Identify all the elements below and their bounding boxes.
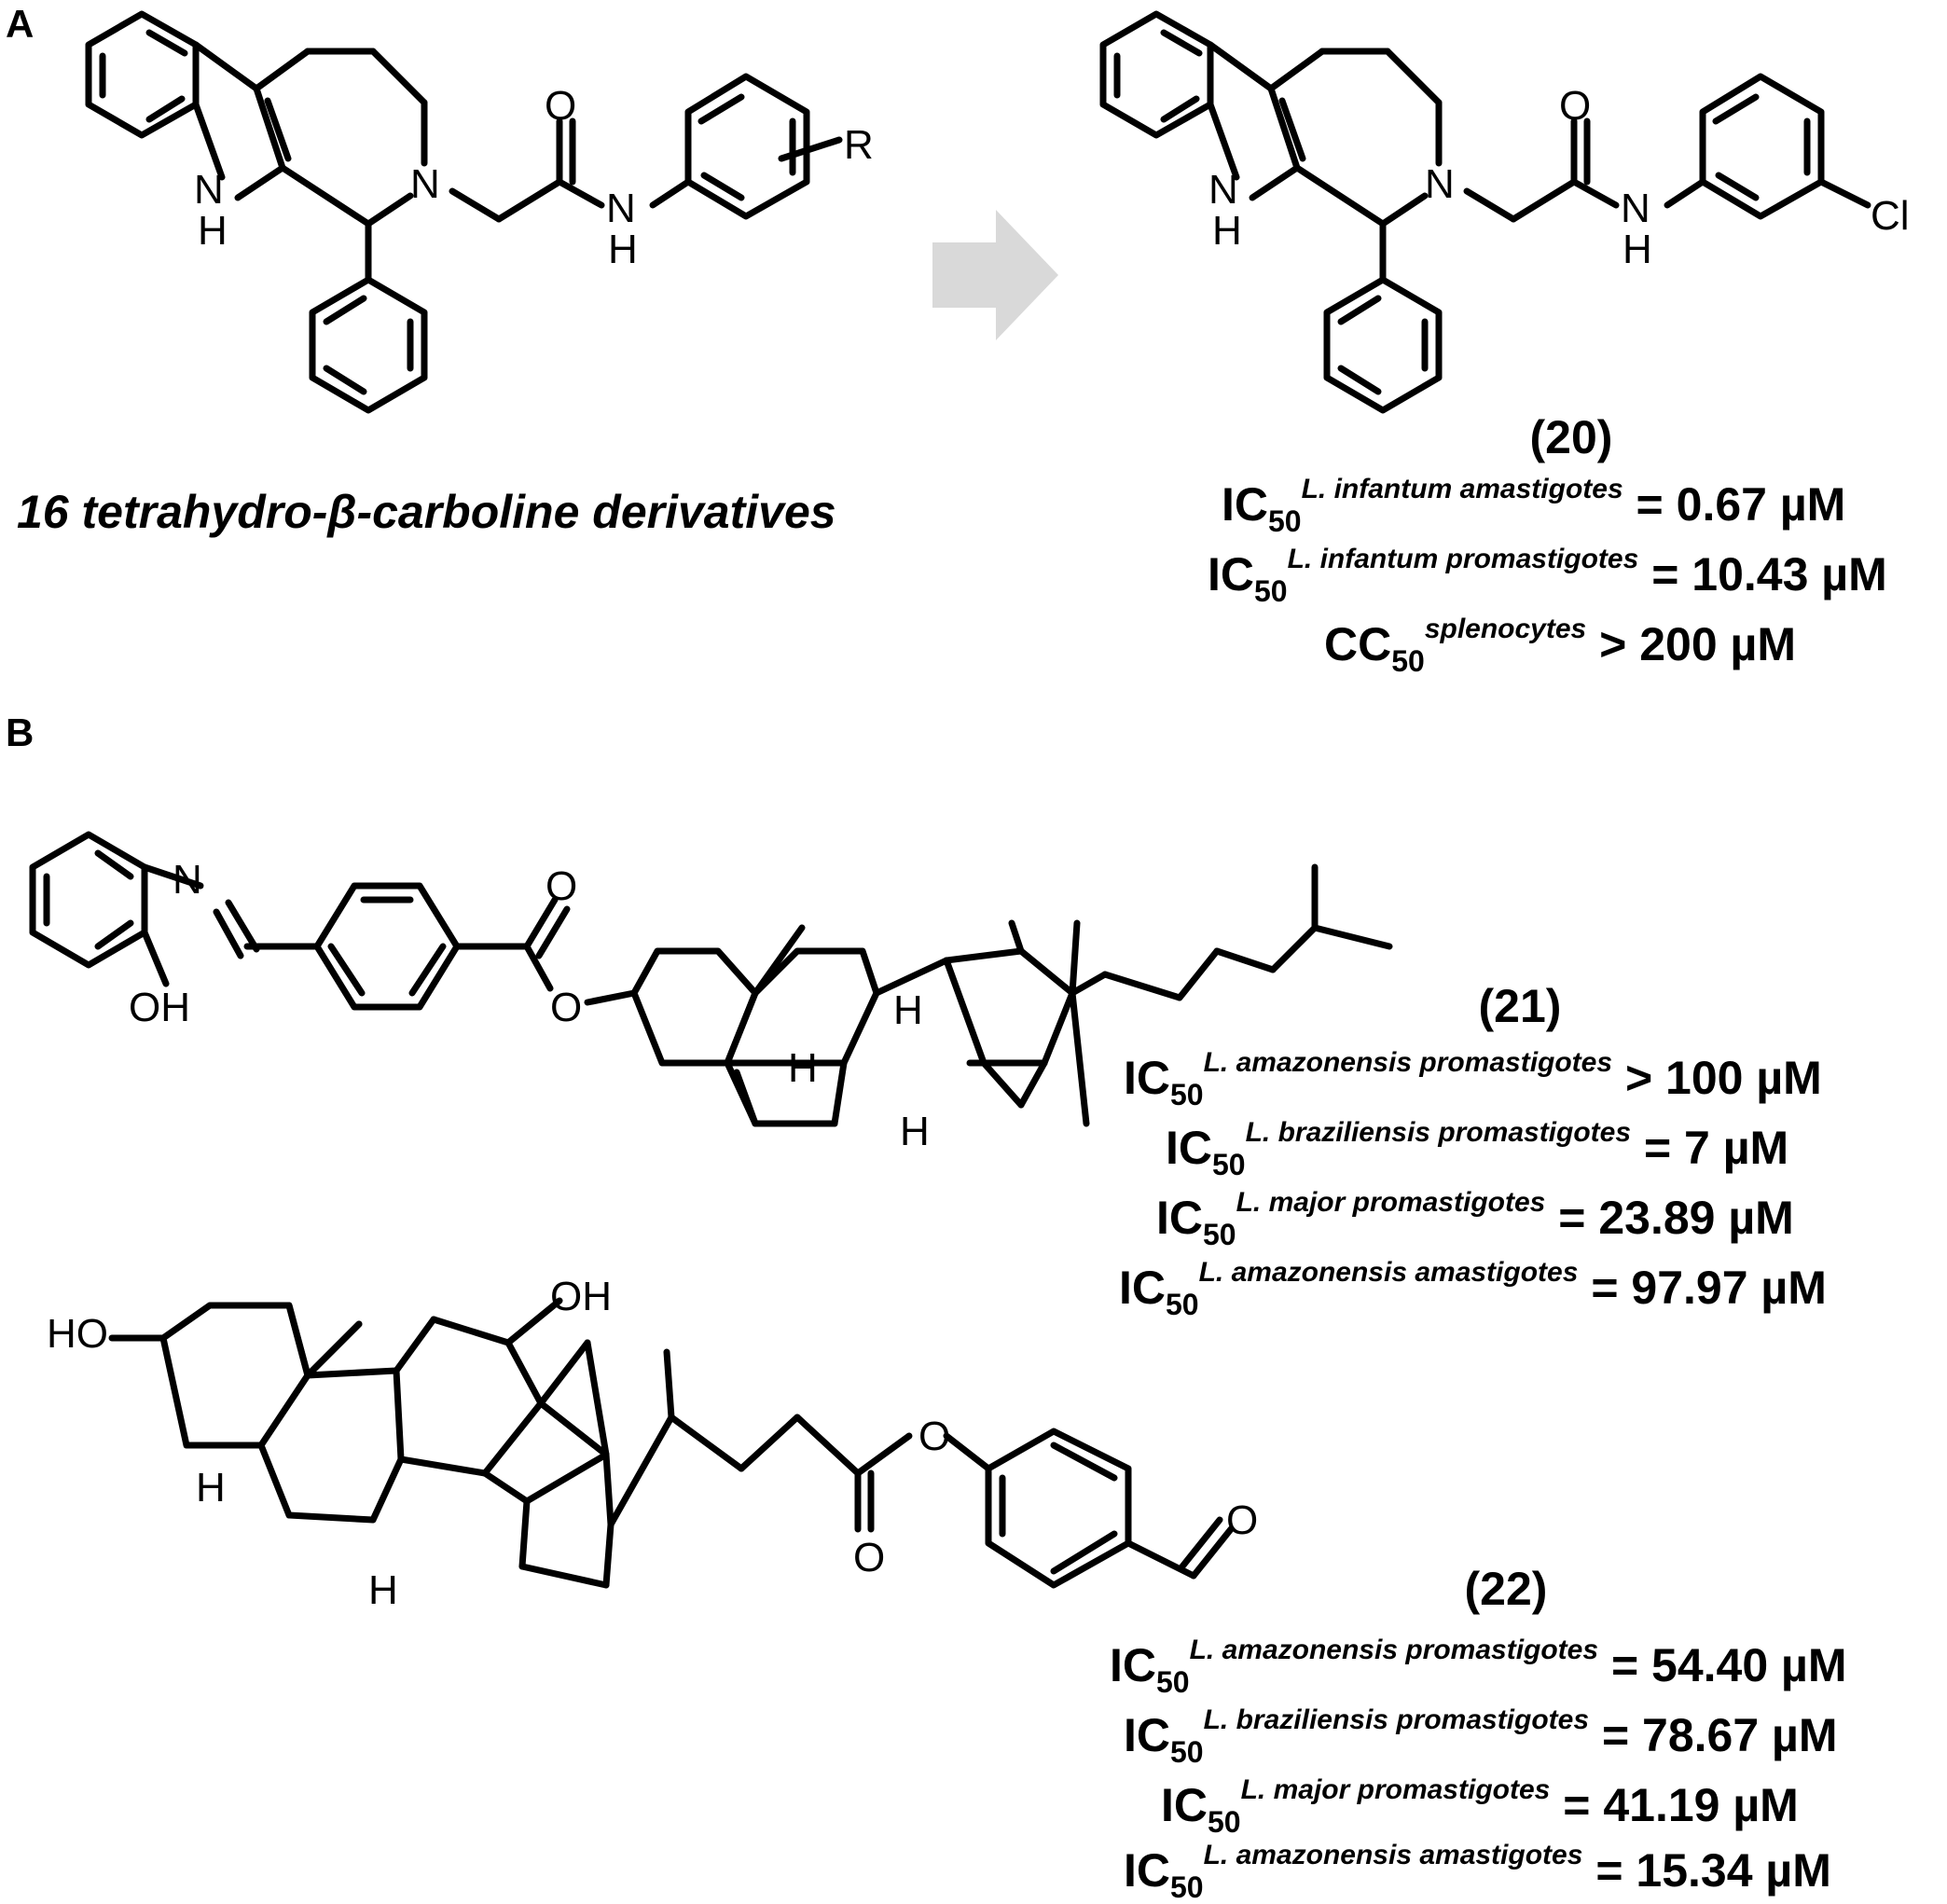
compound-20-activity: CC50splenocytes > 200 µM: [1324, 614, 1797, 678]
atom-o: O: [853, 1535, 885, 1580]
panel-label-a: A: [6, 2, 35, 46]
activity-value: > 100 µM: [1624, 1052, 1822, 1104]
measure-subscript: 50: [1170, 1735, 1204, 1769]
measure-subscript: 50: [1391, 644, 1425, 678]
compound-20-structure: N H N O N H Cl: [1099, 10, 1910, 414]
atom-n: N: [173, 857, 202, 903]
atom-n: N: [1425, 161, 1455, 207]
atom-n: N: [606, 186, 636, 231]
atom-o: O: [550, 985, 582, 1030]
compound-21-activity: IC50L. braziliensis promastigotes = 7 µM: [1166, 1119, 1788, 1180]
activity-value: = 97.97 µM: [1591, 1262, 1827, 1314]
activity-value: = 41.19 µM: [1563, 1779, 1799, 1831]
atom-h: H: [368, 1567, 398, 1613]
measure-subscript: 50: [1254, 574, 1288, 608]
atom-o: O: [918, 1414, 950, 1459]
compound-20-label: (20): [1529, 411, 1613, 463]
atom-h: H: [198, 208, 228, 254]
measure-subscript: 50: [1203, 1218, 1236, 1251]
panel-label-b: B: [6, 711, 35, 754]
measure: IC: [1161, 1779, 1208, 1831]
measure: IC: [1156, 1192, 1203, 1244]
atom-n: N: [1621, 186, 1650, 231]
compound-21-activity: IC50L. major promastigotes = 23.89 µM: [1156, 1187, 1794, 1251]
atom-oh: OH: [550, 1274, 612, 1319]
scaffold-caption: 16 tetrahydro-β-carboline derivatives: [17, 486, 836, 538]
activity-value: = 0.67 µM: [1636, 478, 1846, 531]
measure-subscript: 50: [1268, 504, 1302, 538]
measure: IC: [1124, 1052, 1170, 1104]
atom-r: R: [844, 122, 874, 168]
compound-22-activity: IC50L. amazonensis amastigotes = 15.34 µ…: [1124, 1840, 1831, 1904]
atom-n: N: [194, 167, 224, 213]
measure-subscript: 50: [1208, 1805, 1241, 1839]
compound-22-label: (22): [1464, 1563, 1548, 1615]
atom-o: O: [545, 83, 576, 129]
compound-20-activity: IC50L. infantum amastigotes = 0.67 µM: [1222, 474, 1846, 538]
compound-22-structure: HO OH H H O O O: [47, 1274, 1258, 1613]
target-organism: L. major promastigotes: [1236, 1187, 1546, 1218]
activity-value: = 7 µM: [1643, 1122, 1789, 1174]
measure: IC: [1208, 548, 1254, 600]
compound-21-structure: N OH O O H H H: [29, 831, 1393, 1154]
measure: IC: [1124, 1709, 1170, 1761]
atom-cl: Cl: [1871, 193, 1910, 239]
atom-oh: OH: [129, 985, 190, 1030]
measure-subscript: 50: [1166, 1288, 1199, 1321]
compound-21-activity: IC50L. amazonensis amastigotes = 97.97 µ…: [1119, 1257, 1827, 1321]
measure: IC: [1119, 1262, 1166, 1314]
measure: IC: [1166, 1122, 1212, 1174]
activity-value: = 54.40 µM: [1610, 1639, 1847, 1691]
measure: CC: [1324, 618, 1392, 670]
activity-value: = 23.89 µM: [1558, 1192, 1794, 1244]
atom-h: H: [608, 227, 638, 272]
transformation-arrow: [932, 210, 1058, 340]
activity-value: = 15.34 µM: [1595, 1844, 1831, 1897]
atom-h: H: [900, 1109, 930, 1154]
atom-h: H: [1622, 227, 1652, 272]
activity-value: = 78.67 µM: [1601, 1709, 1838, 1761]
target-organism: L. amazonensis amastigotes: [1203, 1840, 1583, 1870]
atom-h: H: [788, 1045, 818, 1091]
atom-ho: HO: [47, 1311, 108, 1357]
measure-subscript: 50: [1212, 1148, 1246, 1181]
atom-o: O: [545, 863, 577, 909]
compound-21-label: (21): [1478, 980, 1562, 1032]
measure-subscript: 50: [1156, 1665, 1190, 1699]
target-organism: L. amazonensis promastigotes: [1203, 1047, 1613, 1078]
compound-22-activity: IC50L. major promastigotes = 41.19 µM: [1161, 1774, 1799, 1839]
atom-h: H: [196, 1465, 226, 1511]
activity-value: = 10.43 µM: [1651, 548, 1887, 600]
compound-22-activity: IC50L. braziliensis promastigotes = 78.6…: [1124, 1704, 1838, 1769]
target-organism: splenocytes: [1424, 614, 1587, 644]
target-organism: L. braziliensis promastigotes: [1245, 1117, 1632, 1148]
target-organism: L. amazonensis promastigotes: [1189, 1635, 1599, 1665]
target-organism: L. amazonensis amastigotes: [1198, 1257, 1579, 1288]
measure-subscript: 50: [1170, 1078, 1204, 1111]
atom-n: N: [1208, 167, 1238, 213]
measure: IC: [1222, 478, 1268, 531]
atom-o: O: [1559, 83, 1591, 129]
scaffold-structure: N H N O N H R: [85, 10, 874, 414]
measure: IC: [1124, 1844, 1170, 1897]
target-organism: L. infantum promastigotes: [1287, 544, 1639, 574]
activity-value: > 200 µM: [1599, 618, 1797, 670]
atom-n: N: [410, 161, 440, 207]
compound-21-activity: IC50L. amazonensis promastigotes > 100 µ…: [1124, 1047, 1822, 1111]
atom-h: H: [1212, 208, 1242, 254]
target-organism: L. infantum amastigotes: [1301, 474, 1623, 504]
compound-20-activity: IC50L. infantum promastigotes = 10.43 µM: [1208, 544, 1887, 608]
atom-h: H: [893, 987, 923, 1033]
compound-22-activity: IC50L. amazonensis promastigotes = 54.40…: [1110, 1635, 1847, 1699]
target-organism: L. braziliensis promastigotes: [1203, 1704, 1590, 1735]
atom-o: O: [1226, 1497, 1258, 1543]
measure-subscript: 50: [1170, 1870, 1204, 1904]
measure: IC: [1110, 1639, 1156, 1691]
target-organism: L. major promastigotes: [1240, 1774, 1551, 1805]
